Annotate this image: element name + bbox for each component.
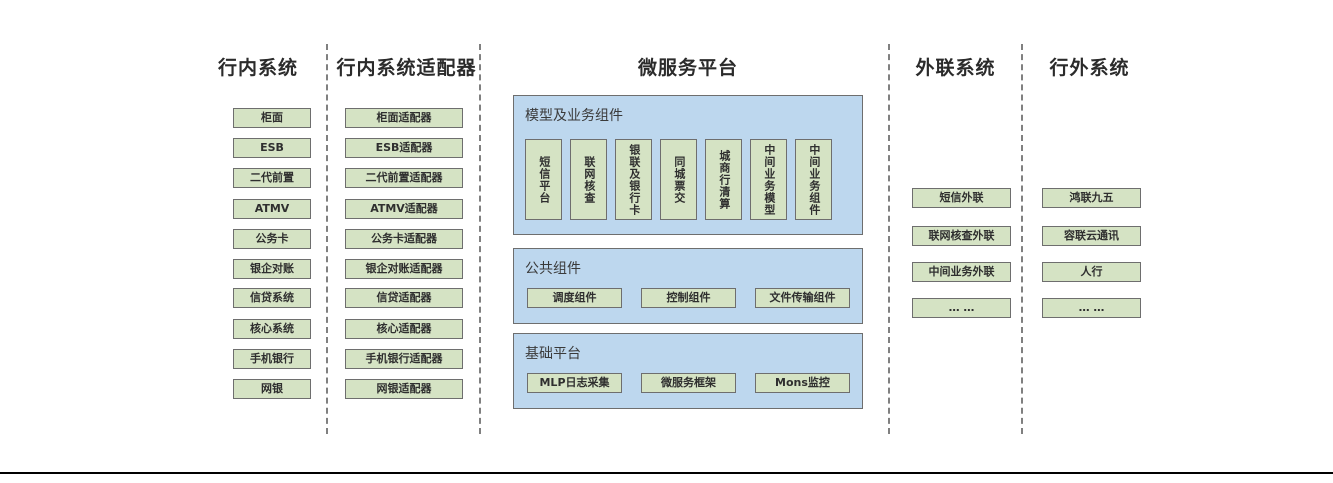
column-title-outside-bank: 行外系统	[1049, 57, 1130, 79]
node-internal-system[interactable]: 二代前置	[233, 168, 311, 188]
panel-title-model-business-components: 模型及业务组件	[525, 108, 623, 124]
node-internal-adapter[interactable]: 柜面适配器	[345, 108, 463, 128]
node-internal-adapter[interactable]: 公务卡适配器	[345, 229, 463, 249]
divider-2	[479, 44, 481, 434]
node-model-component[interactable]: 同城票交	[660, 139, 697, 220]
panel-common-components	[513, 248, 863, 324]
node-common-component[interactable]: 控制组件	[641, 288, 736, 308]
node-common-component[interactable]: 调度组件	[527, 288, 622, 308]
node-internal-adapter[interactable]: 手机银行适配器	[345, 349, 463, 369]
node-internal-adapter[interactable]: 二代前置适配器	[345, 168, 463, 188]
node-internal-system[interactable]: 手机银行	[233, 349, 311, 369]
node-internal-system[interactable]: 公务卡	[233, 229, 311, 249]
node-outside-bank-system[interactable]: 鸿联九五	[1042, 188, 1141, 208]
node-outside-bank-system[interactable]: 人行	[1042, 262, 1141, 282]
bottom-rule	[0, 472, 1333, 474]
divider-3	[888, 44, 890, 434]
node-model-component[interactable]: 短信平台	[525, 139, 562, 220]
node-external-liaison[interactable]: 联网核查外联	[912, 226, 1011, 246]
node-internal-system[interactable]: 核心系统	[233, 319, 311, 339]
node-base-platform-component[interactable]: 微服务框架	[641, 373, 736, 393]
node-internal-adapter[interactable]: 银企对账适配器	[345, 259, 463, 279]
panel-title-base-platform: 基础平台	[525, 346, 581, 362]
node-base-platform-component[interactable]: MLP日志采集	[527, 373, 622, 393]
node-model-component[interactable]: 中间业务组件	[795, 139, 832, 220]
node-internal-adapter[interactable]: ATMV适配器	[345, 199, 463, 219]
node-base-platform-component[interactable]: Mons监控	[755, 373, 850, 393]
node-internal-system[interactable]: 网银	[233, 379, 311, 399]
node-common-component[interactable]: 文件传输组件	[755, 288, 850, 308]
node-internal-adapter[interactable]: 信贷适配器	[345, 288, 463, 308]
node-internal-system[interactable]: 银企对账	[233, 259, 311, 279]
panel-base-platform	[513, 333, 863, 409]
node-internal-adapter[interactable]: 核心适配器	[345, 319, 463, 339]
node-external-liaison[interactable]: 短信外联	[912, 188, 1011, 208]
node-internal-system[interactable]: 信贷系统	[233, 288, 311, 308]
divider-1	[326, 44, 328, 434]
node-model-component[interactable]: 银联及银行卡	[615, 139, 652, 220]
node-internal-system[interactable]: ATMV	[233, 199, 311, 219]
node-model-component[interactable]: 联网核查	[570, 139, 607, 220]
column-title-internal-adapters: 行内系统适配器	[336, 57, 477, 79]
node-model-component[interactable]: 中间业务模型	[750, 139, 787, 220]
node-internal-adapter[interactable]: 网银适配器	[345, 379, 463, 399]
node-external-liaison[interactable]: 中间业务外联	[912, 262, 1011, 282]
node-internal-system[interactable]: 柜面	[233, 108, 311, 128]
node-outside-bank-system[interactable]: 容联云通讯	[1042, 226, 1141, 246]
node-external-liaison[interactable]: … …	[912, 298, 1011, 318]
node-model-component[interactable]: 城商行清算	[705, 139, 742, 220]
column-title-microservice-platform: 微服务平台	[637, 57, 738, 79]
node-outside-bank-system[interactable]: … …	[1042, 298, 1141, 318]
divider-4	[1021, 44, 1023, 434]
node-internal-system[interactable]: ESB	[233, 138, 311, 158]
node-internal-adapter[interactable]: ESB适配器	[345, 138, 463, 158]
column-title-internal-systems: 行内系统	[217, 57, 298, 79]
column-title-external-liaison: 外联系统	[915, 57, 996, 79]
panel-title-common-components: 公共组件	[525, 261, 581, 277]
